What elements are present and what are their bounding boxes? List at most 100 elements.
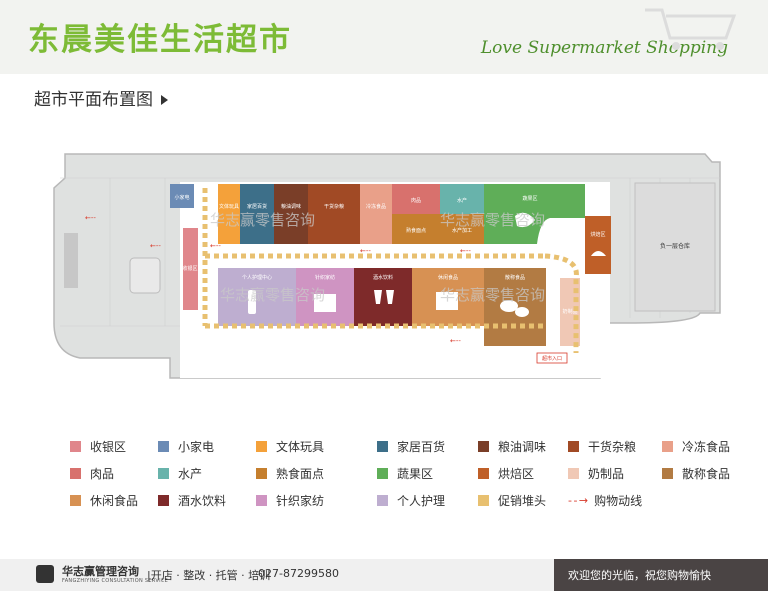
cashier-label: 收银区	[182, 265, 197, 272]
frozen-label: 冷冻食品	[366, 203, 386, 210]
watermark: 华志赢零售咨询 华志赢零售咨询 华志赢零售咨询 华志赢零售咨询	[210, 211, 545, 304]
legend-label: 个人护理	[397, 494, 446, 508]
entrance-marker	[536, 352, 568, 364]
legend-label: 熟食面点	[276, 467, 325, 481]
knitwear-label: 针织家纺	[315, 274, 335, 281]
zone-seafood	[440, 184, 484, 214]
zone-cashier	[183, 228, 198, 310]
svg-text:华志赢零售咨询: 华志赢零售咨询	[220, 286, 325, 304]
meat-label: 肉品	[411, 197, 421, 204]
bread-icon	[591, 251, 606, 256]
legend-label: 家居百货	[397, 440, 446, 454]
small-appliance-label: 小家电	[174, 194, 189, 201]
stationery-label: 文体玩具	[219, 203, 239, 210]
bakery-label: 烘焙区	[590, 231, 605, 238]
fruit-veg-label: 蔬果区	[522, 195, 537, 202]
warehouse-label: 负一层仓库	[660, 242, 690, 250]
bulk-food-label: 散称食品	[505, 274, 525, 281]
legend-label: 文体玩具	[276, 440, 325, 454]
legend-item: 奶制品	[568, 465, 624, 482]
legend-label: 购物动线	[594, 494, 643, 508]
zone-meat	[392, 184, 440, 214]
legend-swatch	[158, 495, 169, 506]
legend-label: 针织家纺	[276, 494, 325, 508]
legend-item: 干货杂粮	[568, 438, 636, 455]
zone-household	[240, 184, 274, 244]
route-arrow: ←‑‑	[360, 247, 371, 255]
bean-icon	[500, 300, 518, 312]
legend-swatch	[568, 441, 579, 452]
legend-label: 冷冻食品	[682, 440, 731, 454]
zone-cooked-food	[392, 214, 440, 244]
route-arrow: ←‑‑	[150, 242, 161, 250]
escalator-left	[64, 233, 78, 288]
household-label: 家居百货	[247, 203, 267, 210]
service-list: |开店 · 整改 · 托管 · 培训	[147, 569, 271, 582]
legend-swatch	[478, 441, 489, 452]
legend-label: 酒水饮料	[178, 494, 227, 508]
svg-text:华志赢零售咨询: 华志赢零售咨询	[440, 286, 545, 304]
store-slogan: Love Supermarket Shopping	[480, 38, 728, 58]
cart-icon	[645, 8, 737, 50]
company-name: 华志赢管理咨询	[62, 565, 139, 578]
legend-label: 休闲食品	[90, 494, 139, 508]
svg-text:华志赢零售咨询: 华志赢零售咨询	[440, 211, 545, 229]
header-banner: 东晨美佳生活超市 Love Supermarket Shopping	[0, 0, 768, 74]
footer-welcome-panel	[554, 559, 768, 591]
bottle-icon	[248, 290, 256, 314]
legend-label: 粮油调味	[498, 440, 547, 454]
legend-label: 烘焙区	[498, 467, 535, 481]
legend-label: 散称食品	[682, 467, 731, 481]
store-title: 东晨美佳生活超市	[28, 22, 292, 58]
seafood-processing-label: 水产加工	[452, 227, 472, 234]
welcome-message: 欢迎您的光临，祝您购物愉快	[568, 569, 711, 582]
legend-swatch	[70, 468, 81, 479]
legend-label: 水产	[178, 467, 203, 481]
legend-label: 奶制品	[588, 467, 625, 481]
floor-plan: 负一层仓库 收银区 小家电 文体玩具 家居百货 粮油调味 干货杂粮 冷冻食品 肉…	[53, 153, 721, 379]
escalator-right	[129, 257, 161, 294]
legend-swatch	[662, 441, 673, 452]
legend-swatch	[478, 468, 489, 479]
legend-item: 冷冻食品	[662, 438, 730, 455]
legend-item: 个人护理	[377, 492, 445, 509]
legend-label: 收银区	[90, 440, 127, 454]
route-arrow: ←‑‑	[450, 337, 461, 345]
bean-icon	[515, 307, 529, 317]
legend-swatch	[568, 468, 579, 479]
legend-item: 休闲食品	[70, 492, 138, 509]
legend-item: - - →购物动线	[568, 492, 642, 509]
legend-item: 烘焙区	[478, 465, 534, 482]
route-arrow: ←‑‑	[85, 214, 96, 222]
legend-label: 肉品	[90, 467, 115, 481]
zone-frozen	[360, 184, 392, 244]
legend-item: 蔬果区	[377, 465, 433, 482]
zone-stationery	[218, 184, 240, 244]
zone-personal-care	[218, 268, 296, 326]
footer: 华志赢管理咨询 FANGZHIYING CONSULTATION SERVICE…	[0, 559, 768, 591]
legend-swatch	[256, 468, 267, 479]
legend-item: 针织家纺	[256, 492, 324, 509]
legend-item: 文体玩具	[256, 438, 324, 455]
legend-swatch	[478, 495, 489, 506]
vegetable-icon	[515, 212, 535, 228]
personal-care-label: 个人护理中心	[242, 274, 272, 281]
legend-item: 收银区	[70, 438, 126, 455]
promotion-aisle	[202, 188, 579, 353]
legend-swatch	[70, 495, 81, 506]
legend-swatch	[158, 441, 169, 452]
wine-glass-icon	[374, 290, 394, 304]
legend-item: 粮油调味	[478, 438, 546, 455]
legend-swatch	[158, 468, 169, 479]
route-arrow: ←‑‑	[210, 242, 221, 250]
dairy-label: 奶制品	[562, 308, 577, 315]
seafood-label: 水产	[457, 197, 467, 204]
page-subtitle: 超市平面布置图	[34, 85, 168, 110]
legend-item: 肉品	[70, 465, 114, 482]
legend-label: 干货杂粮	[588, 440, 637, 454]
svg-text:华志赢零售咨询: 华志赢零售咨询	[210, 211, 315, 229]
snacks-label: 休闲食品	[438, 274, 458, 281]
legend-item: 小家电	[158, 438, 214, 455]
legend-label: 促销堆头	[498, 494, 547, 508]
legend-swatch	[256, 441, 267, 452]
